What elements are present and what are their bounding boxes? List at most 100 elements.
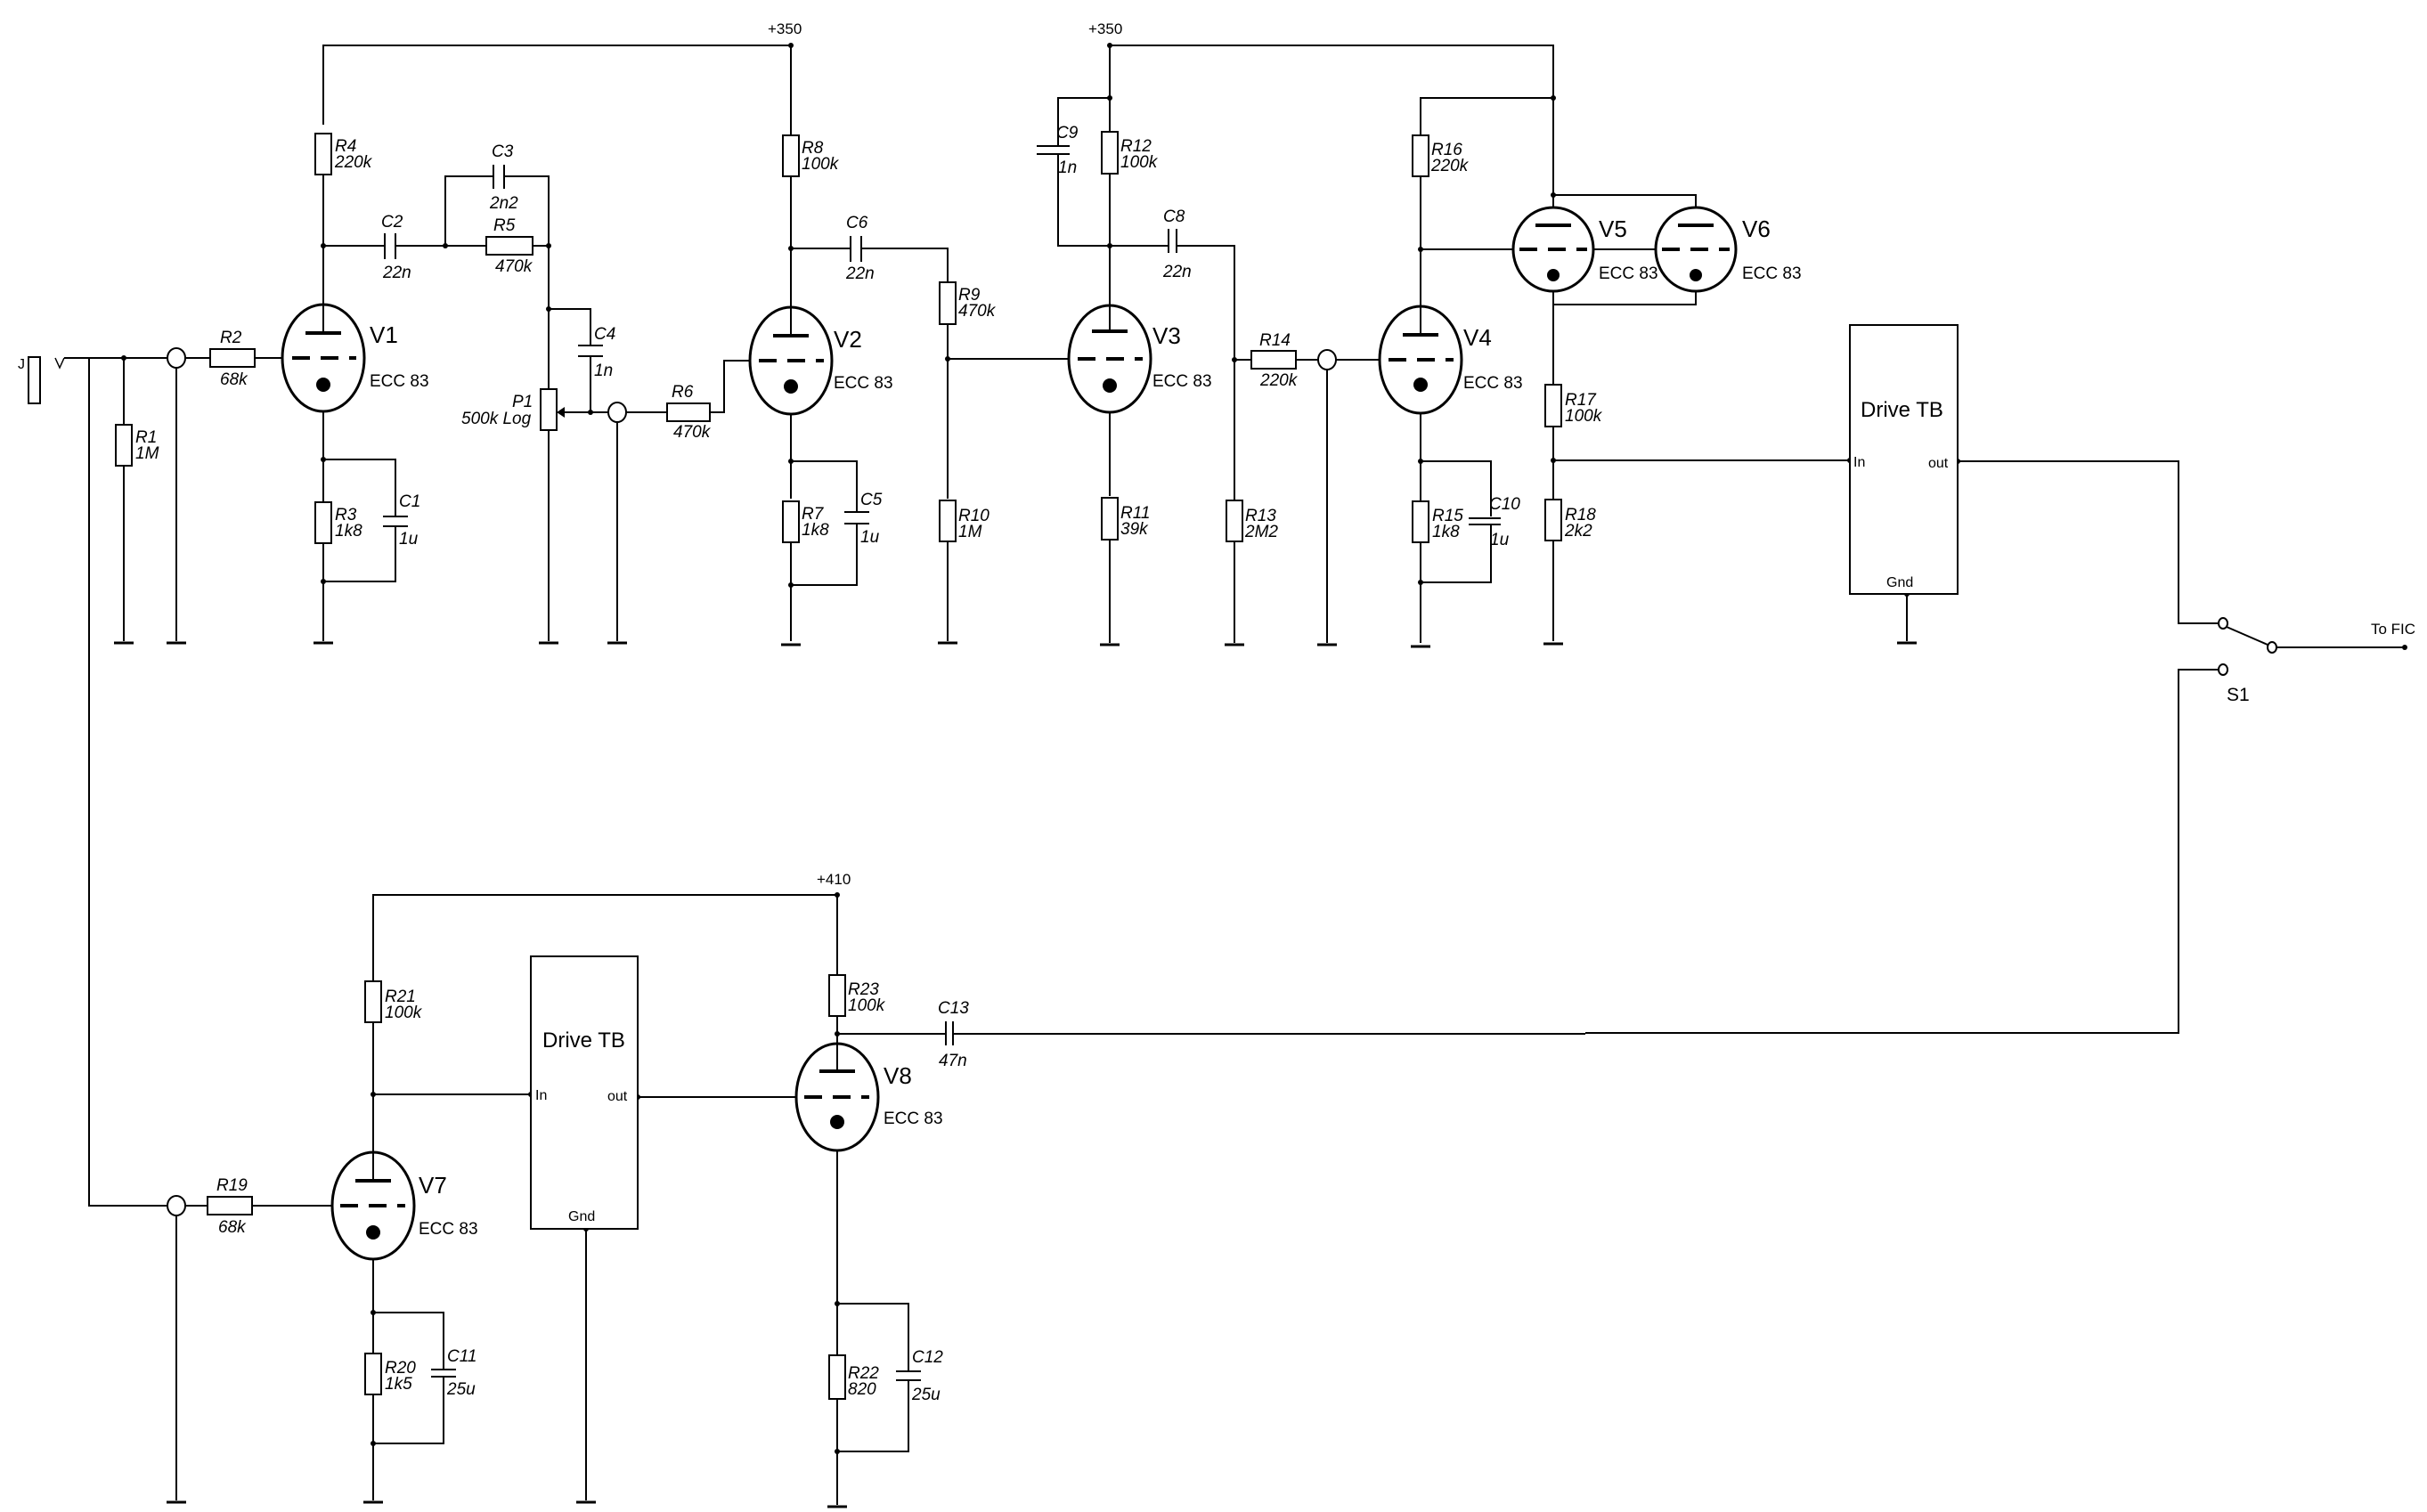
wire-switch-low [1585,669,2219,1034]
r9-ref: R9 [958,286,981,305]
wire-c8b [1177,245,1235,500]
wire-c12 [837,1303,909,1371]
r17-value: 100k [1565,407,1603,426]
junction-dot [1107,95,1112,101]
potentiometer-p1[interactable]: P1 500k Log [461,388,565,431]
resistor-r6 [666,402,711,422]
r3-value: 1k8 [335,522,362,541]
v1-name: V1 [370,321,398,348]
resistors: R1 1M R2 68k R3 1k8 R4 220k R5 470k R6 4… [115,131,1603,1400]
switch-contact-icon[interactable] [2218,663,2228,676]
junction-dot [321,243,326,248]
r4-ref: R4 [335,137,356,156]
r22-ref: R22 [848,1364,879,1383]
r14-ref: R14 [1259,331,1291,350]
switch-contact-icon[interactable] [2218,617,2228,630]
wire-v6-cathode [1553,287,1697,305]
wire-r16 [1420,97,1553,135]
shield-connector-icon [607,402,627,423]
wire-c9b [1057,154,1110,247]
c2-value: 22n [382,264,411,282]
shielded-connectors [167,347,2277,1216]
wire-c1 [323,459,396,516]
rail-label-350-right: +350 [1088,20,1122,37]
junction-dot [2402,645,2407,650]
v3-type: ECC 83 [1152,372,1212,391]
wire-c1b [323,527,396,582]
resistor-r23 [828,974,846,1017]
junction-dot [1418,247,1423,252]
switch-output-label: To FIC [2371,621,2415,638]
junction-dot [835,892,840,898]
input-jack[interactable]: J [18,356,65,404]
v6-type: ECC 83 [1742,264,1802,283]
tube-cathode-icon [1103,378,1117,393]
r2-value: 68k [220,370,248,389]
junction-dot [546,243,551,248]
c10-value: 1u [1490,531,1510,549]
junction-dot [321,457,326,462]
junction-dot [1232,357,1237,362]
junction-dot [835,1031,840,1036]
tube-cathode-icon [1547,269,1560,281]
v4-type: ECC 83 [1463,374,1523,393]
tube-v1: V1 ECC 83 [281,303,429,413]
r21-value: 100k [385,1004,423,1022]
drive-tb-bottom-gnd: Gnd [568,1209,595,1224]
junction-dot [1551,95,1556,101]
wires-upper [64,45,2405,1207]
junction-dot [371,1310,376,1315]
r18-value: 2k2 [1564,522,1592,541]
junction-dot [371,1441,376,1446]
tube-v6: V6 ECC 83 [1654,206,1802,293]
tube-cathode-icon [1690,269,1702,281]
wire-c9 [1057,97,1110,146]
junction-dot [1551,192,1556,198]
switch-contact-icon[interactable] [2267,641,2277,654]
resistor-r17 [1544,384,1562,427]
r19-value: 68k [218,1218,247,1237]
r12-value: 100k [1120,153,1159,172]
drive-tb-top-body [1849,324,1959,595]
wires-lower [175,894,1585,1505]
rail-label-350-left: +350 [768,20,802,37]
v8-type: ECC 83 [884,1110,943,1128]
drive-tb-top-in: In [1853,455,1865,470]
tube-cathode-icon [784,379,798,394]
c5-value: 1u [860,528,880,547]
wire-c3 [444,175,493,246]
capacitors: C1 1u C2 22n C3 2n2 C4 1n C5 1u C6 22n C… [381,124,1520,1404]
r16-value: 220k [1430,157,1470,175]
r8-ref: R8 [802,139,824,158]
resistor-r19 [207,1196,253,1215]
r17-ref: R17 [1565,391,1597,410]
rail-label-410: +410 [817,871,851,888]
r11-ref: R11 [1120,504,1150,523]
r22-value: 820 [848,1380,876,1399]
r20-ref: R20 [385,1359,416,1378]
resistor-r18 [1544,499,1562,541]
wire-c5b [791,524,858,586]
grounds [114,641,1917,1508]
junction-dot [835,1449,840,1454]
tube-v3: V3 ECC 83 [1067,304,1212,414]
v2-type: ECC 83 [834,374,893,393]
r6-value: 470k [673,423,712,442]
r23-ref: R23 [848,980,879,999]
wire-c11 [373,1312,444,1370]
pot-wiper-arrow-icon [557,407,565,418]
p1-value: 500k Log [461,410,532,428]
v1-type: ECC 83 [370,372,429,391]
shield-connector-icon [1317,349,1337,370]
resistor-r9 [939,281,957,325]
tube-v4: V4 ECC 83 [1378,305,1523,415]
r13-ref: R13 [1245,507,1276,525]
c4-value: 1n [594,362,613,380]
junctions [121,43,2407,1454]
drive-tb-bottom[interactable]: Drive TB In out Gnd [530,955,639,1230]
r18-ref: R18 [1565,506,1596,524]
wire-c12b [837,1380,909,1452]
tube-cathode-icon [366,1225,380,1240]
drive-tb-top[interactable]: Drive TB In out Gnd [1849,324,1959,595]
